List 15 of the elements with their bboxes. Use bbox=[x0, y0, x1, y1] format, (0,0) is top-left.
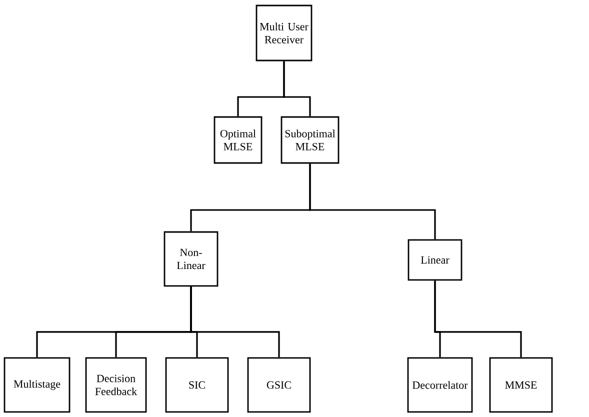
box: Multistage bbox=[4, 357, 70, 413]
box: SIC bbox=[165, 357, 229, 413]
connector bbox=[190, 286, 280, 358]
connector bbox=[283, 61, 311, 116]
box: MMSE bbox=[489, 357, 553, 413]
box: Non-Linear bbox=[164, 231, 218, 287]
box: GSIC bbox=[247, 357, 311, 413]
connector bbox=[434, 280, 522, 358]
box: Decorrelator bbox=[407, 357, 473, 413]
box: Linear bbox=[408, 239, 462, 281]
box: Optimal MLSE bbox=[214, 116, 262, 164]
connector bbox=[309, 164, 436, 240]
box: Suboptimal MLSE bbox=[280, 116, 340, 164]
box: Decision Feedback bbox=[85, 357, 147, 413]
box: Multi User Receiver bbox=[256, 4, 312, 62]
